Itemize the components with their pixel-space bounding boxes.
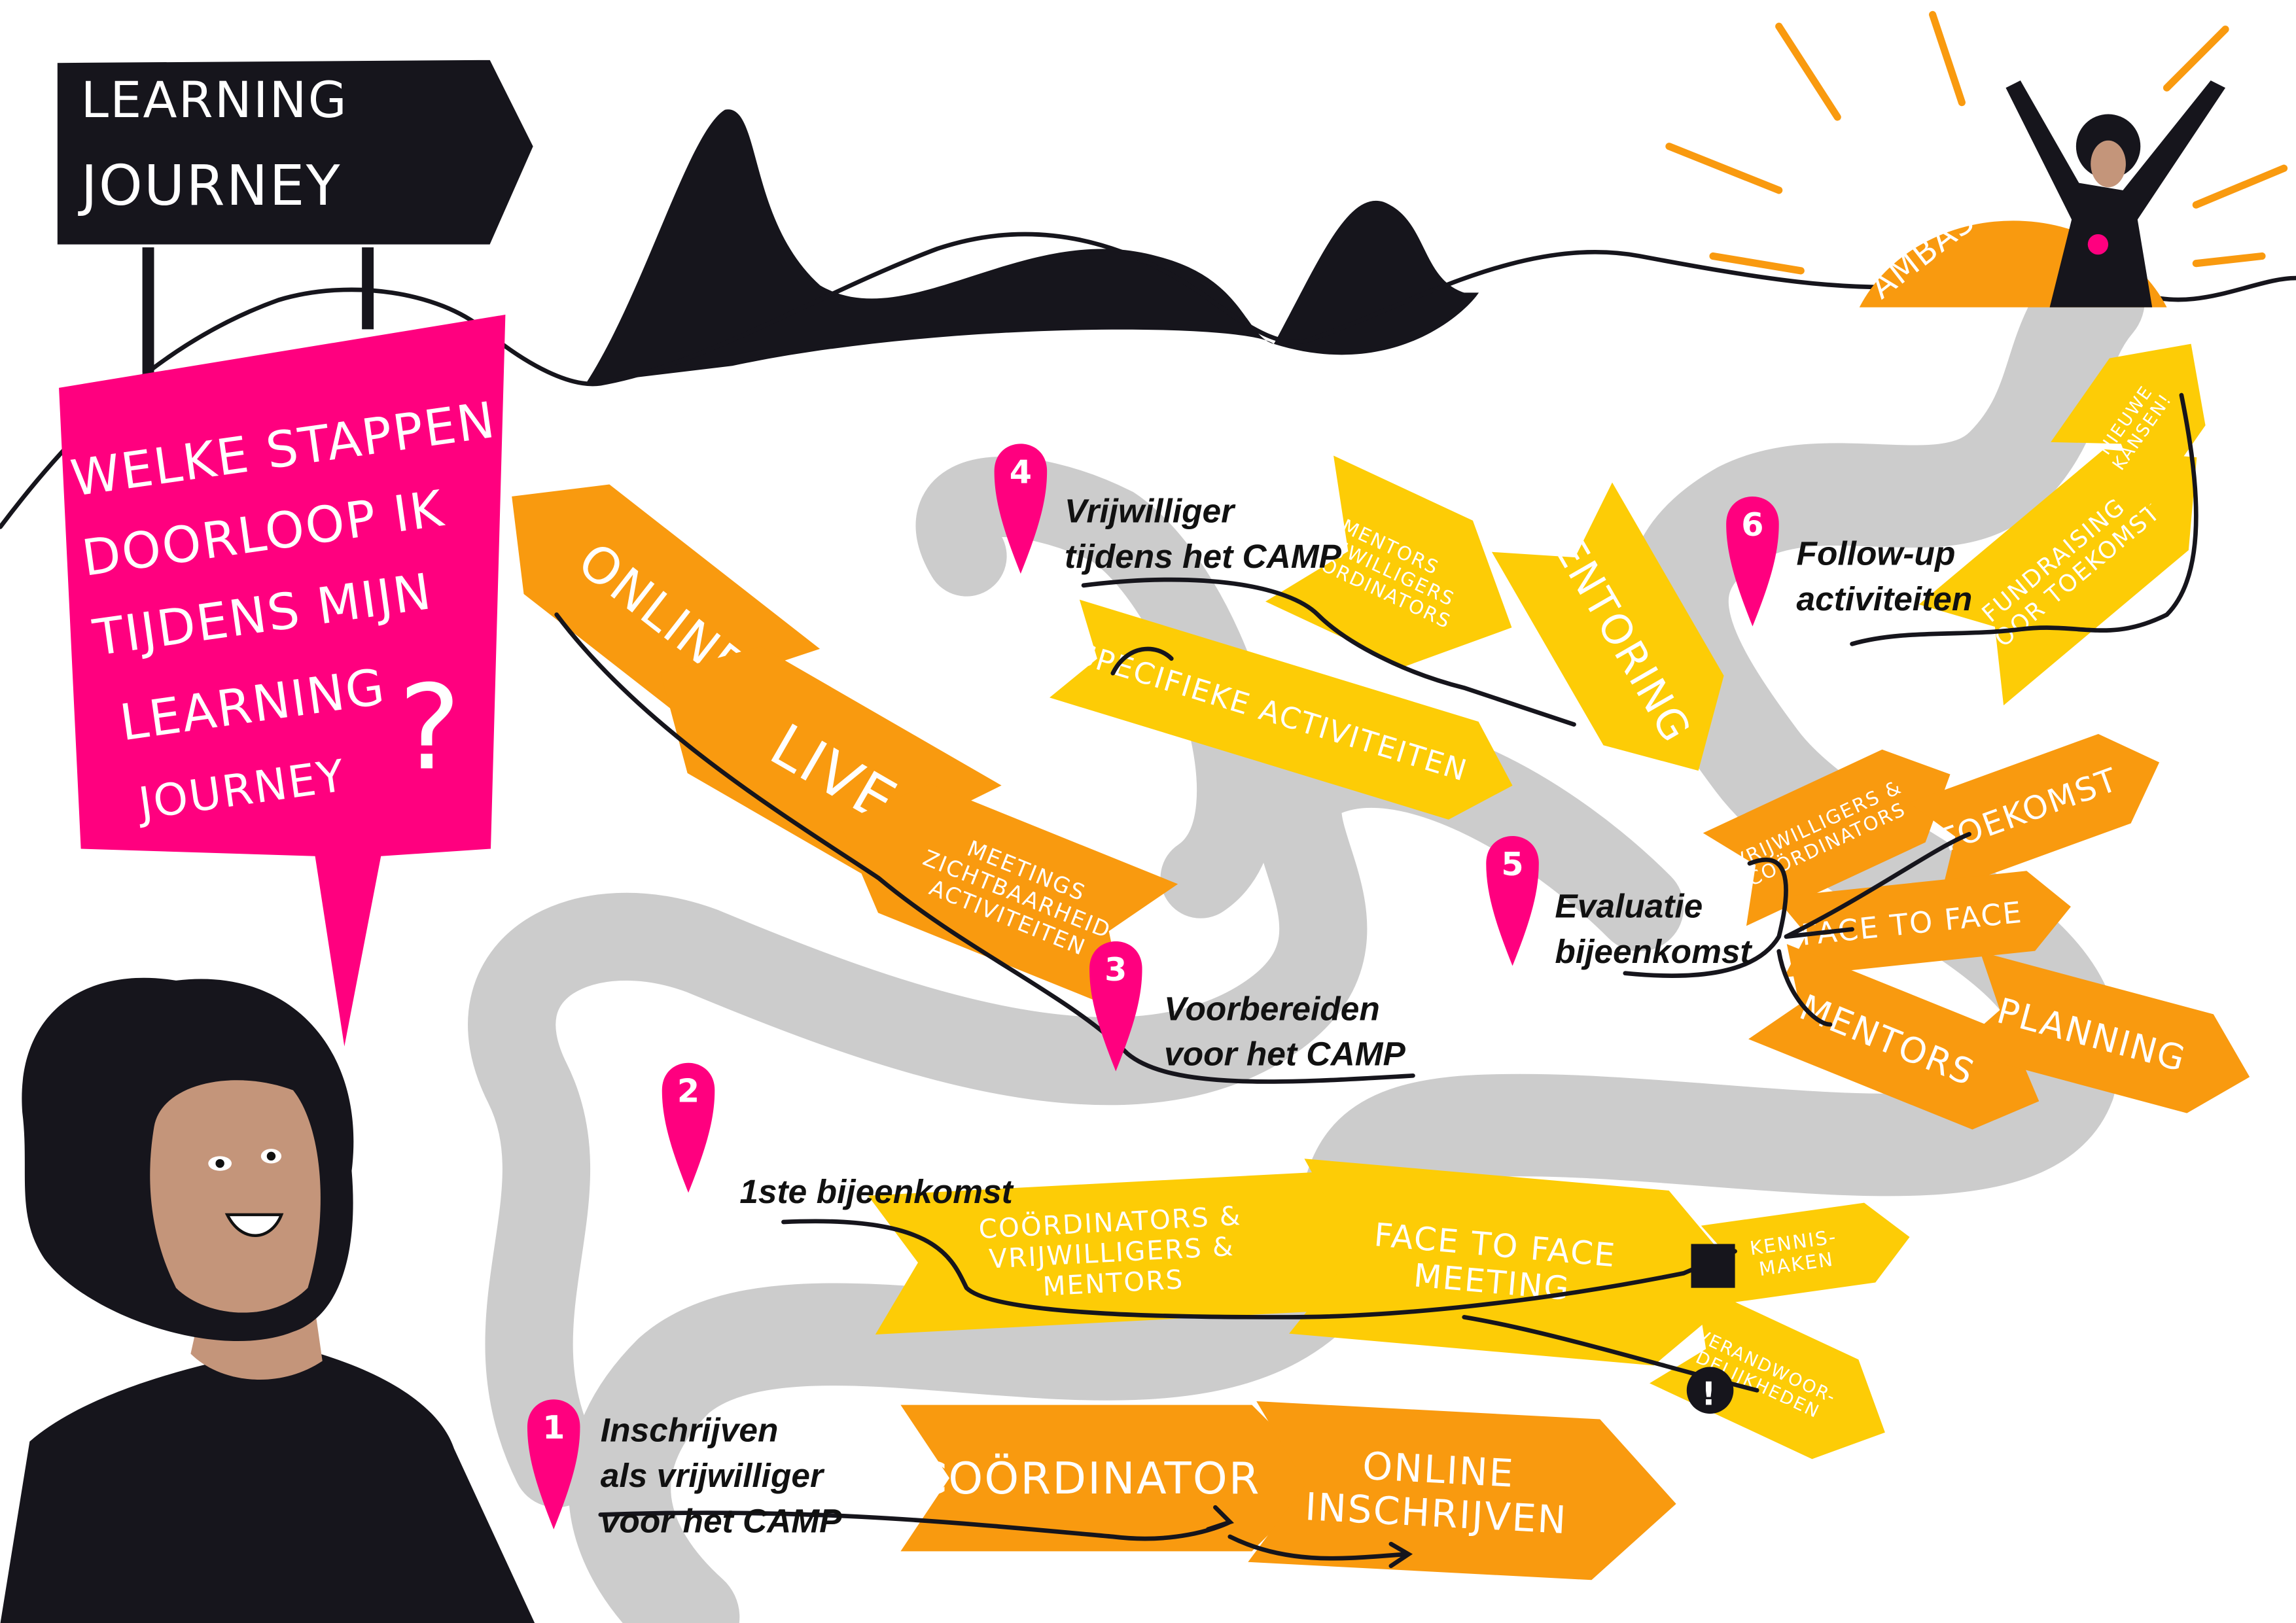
banner-vrijw5: VRIJWILLIGERS &COÖRDINATORS (1703, 749, 1951, 926)
step-label: bijeenkomst (1555, 932, 1752, 970)
step-label: Inschrijven (601, 1411, 779, 1449)
step-label: tijdens het CAMP (1065, 537, 1342, 575)
banner-shape (1953, 951, 2250, 1113)
map-pin-icon (994, 444, 1048, 574)
step-2: 2 1ste bijeenkomst (662, 1062, 1014, 1210)
step-number: 3 (1104, 951, 1127, 988)
banner-shape (1491, 482, 1724, 771)
banner-shape (1909, 733, 2160, 892)
map-pin-icon (527, 1399, 580, 1529)
banner-text: MENTORS (1042, 1265, 1185, 1302)
step-label: activiteiten (1797, 580, 1973, 618)
step-label: Voorbereiden (1164, 989, 1380, 1027)
banner-shape (1703, 749, 1951, 926)
map-pin-icon (1486, 835, 1539, 966)
step-number: 5 (1501, 845, 1523, 883)
path-arrows: ! (554, 393, 2199, 1569)
banner-text: COÖRDINATOR (916, 1453, 1261, 1504)
banner-shape (2051, 343, 2206, 510)
map-pin-icon (662, 1062, 715, 1193)
banners: ONLINELIVEMEETINGSZICHTBAARHEIDACTIVITEI… (512, 343, 2250, 1580)
step-label: voor het CAMP (601, 1501, 842, 1539)
ambassadeur-sun: AMBASSADEUR (1665, 10, 2288, 307)
map-pin-icon (1089, 941, 1142, 1072)
step-label: Vrijwilliger (1065, 492, 1236, 530)
speech-icon (1691, 1244, 1735, 1288)
banner-text: ONLINE (1362, 1444, 1516, 1496)
step-1: 1 Inschrijven als vrijwilliger voor het CAM… (527, 1399, 842, 1539)
person-avatar (0, 977, 535, 1623)
banner-shape (1701, 1202, 1910, 1306)
question-mark: ? (398, 661, 462, 797)
banner-shape (1918, 449, 2197, 706)
banner-shape (900, 1405, 1326, 1552)
banner-shape (1265, 455, 1512, 667)
learning-journey-sign: LEARNING JOURNEY (54, 57, 537, 374)
banner-toekomst: TOEKOMST (1909, 733, 2160, 892)
banner-kennis: KENNIS-MAKEN (1701, 1202, 1910, 1306)
banner-shape (1650, 1283, 1885, 1459)
step-pins: 1 Inschrijven als vrijwilliger voor het CAM… (527, 444, 1972, 1539)
sign-line-1: LEARNING (81, 71, 348, 129)
step-label: Evaluatie (1555, 887, 1703, 925)
step-number: 6 (1741, 506, 1763, 544)
banner-shape (1775, 871, 2071, 977)
banner-planning: PLANNING (1953, 951, 2250, 1113)
banner-shape (868, 1172, 1398, 1335)
banner-coord2: COÖRDINATORS &VRIJWILLIGERS &MENTORS (868, 1172, 1398, 1335)
step-number: 4 (1010, 453, 1032, 491)
warning-icon: ! (1701, 1375, 1716, 1413)
step-label: als vrijwilliger (601, 1456, 825, 1494)
step-label: 1ste bijeenkomst (739, 1172, 1014, 1210)
banner-shape (1248, 1401, 1676, 1580)
banner-coord1: COÖRDINATOR (900, 1405, 1326, 1552)
map-pin-icon (1726, 496, 1779, 627)
banner-shape (1748, 944, 2040, 1130)
banner-shape (512, 484, 821, 759)
banner-f2f5: FACE TO FACE (1775, 871, 2071, 977)
step-number: 1 (542, 1408, 565, 1446)
step-number: 2 (677, 1072, 699, 1110)
step-label: voor het CAMP (1164, 1035, 1405, 1073)
sign-line-2: JOURNEY (78, 154, 342, 218)
step-label: Follow-up (1797, 534, 1956, 572)
question-speech-bubble: WELKE STAPPEN DOORLOOP IK TIJDENS MIJN L… (59, 314, 506, 1047)
